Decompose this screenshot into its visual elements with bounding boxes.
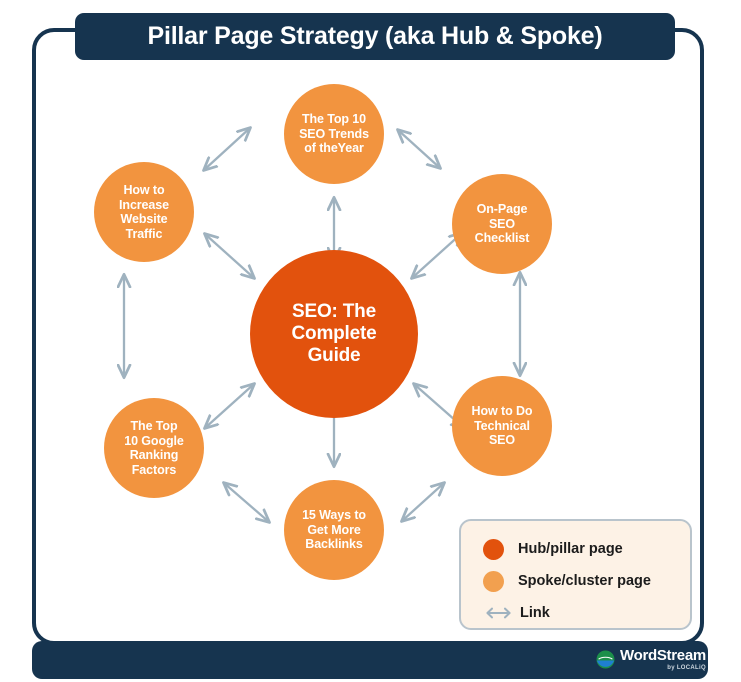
legend-item-link: Link xyxy=(483,598,690,628)
link-upper-left-top xyxy=(204,128,250,170)
wordstream-logo[interactable]: WordStream by LOCALiQ xyxy=(596,648,706,671)
globe-icon xyxy=(596,650,615,669)
logo-name: WordStream xyxy=(620,647,706,664)
title-bar: Pillar Page Strategy (aka Hub & Spoke) xyxy=(75,13,675,60)
legend-item-spoke-label: Spoke/cluster page xyxy=(518,573,651,589)
legend-box: Hub/pillar page Spoke/cluster page Link xyxy=(459,519,692,630)
link-bottom-lower-left xyxy=(224,483,269,522)
spoke-dot-icon xyxy=(483,570,504,592)
page-title: Pillar Page Strategy (aka Hub & Spoke) xyxy=(147,22,603,50)
footer-bar xyxy=(32,641,708,679)
link-hub-lower-left xyxy=(205,384,254,428)
legend-item-hub: Hub/pillar page xyxy=(483,534,690,564)
link-hub-upper-left xyxy=(205,234,254,278)
legend-item-link-label: Link xyxy=(520,605,550,621)
logo-tagline: by LOCALiQ xyxy=(667,665,706,671)
legend-item-hub-label: Hub/pillar page xyxy=(518,541,623,557)
link-lower-right-bottom xyxy=(402,483,444,521)
hub-dot-icon xyxy=(483,538,504,560)
legend-item-spoke: Spoke/cluster page xyxy=(483,566,690,596)
link-top-upper-right xyxy=(398,130,440,168)
double-arrow-icon xyxy=(483,606,514,620)
